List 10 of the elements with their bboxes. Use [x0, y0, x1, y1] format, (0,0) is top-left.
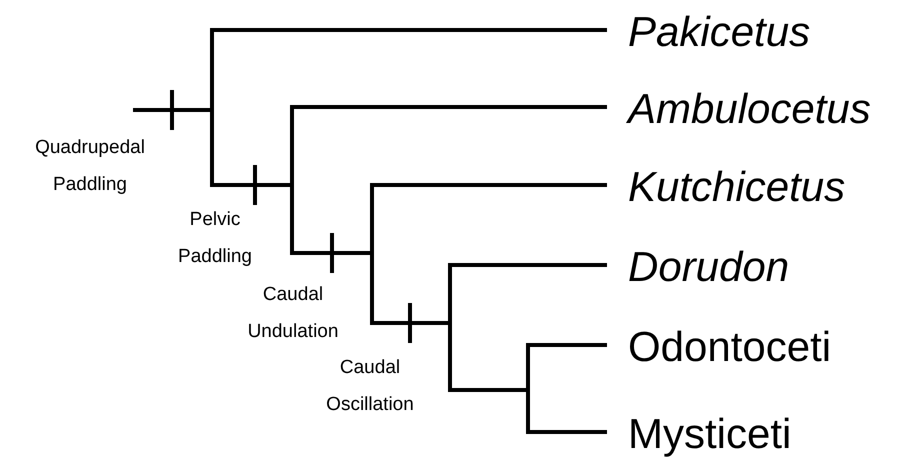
character-label: Caudal Oscillation	[325, 356, 415, 417]
taxon-label: Odontoceti	[628, 323, 832, 371]
taxon-label: Dorudon	[628, 243, 790, 291]
taxon-label: Pakicetus	[628, 8, 810, 56]
character-label: Pelvic Paddling	[177, 208, 253, 269]
taxon-label: Mysticeti	[628, 410, 792, 458]
taxon-label: Ambulocetus	[628, 85, 871, 133]
character-label: Caudal Undulation	[246, 283, 340, 344]
character-label: Quadrupedal Paddling	[34, 136, 146, 197]
taxon-label: Kutchicetus	[628, 163, 846, 211]
